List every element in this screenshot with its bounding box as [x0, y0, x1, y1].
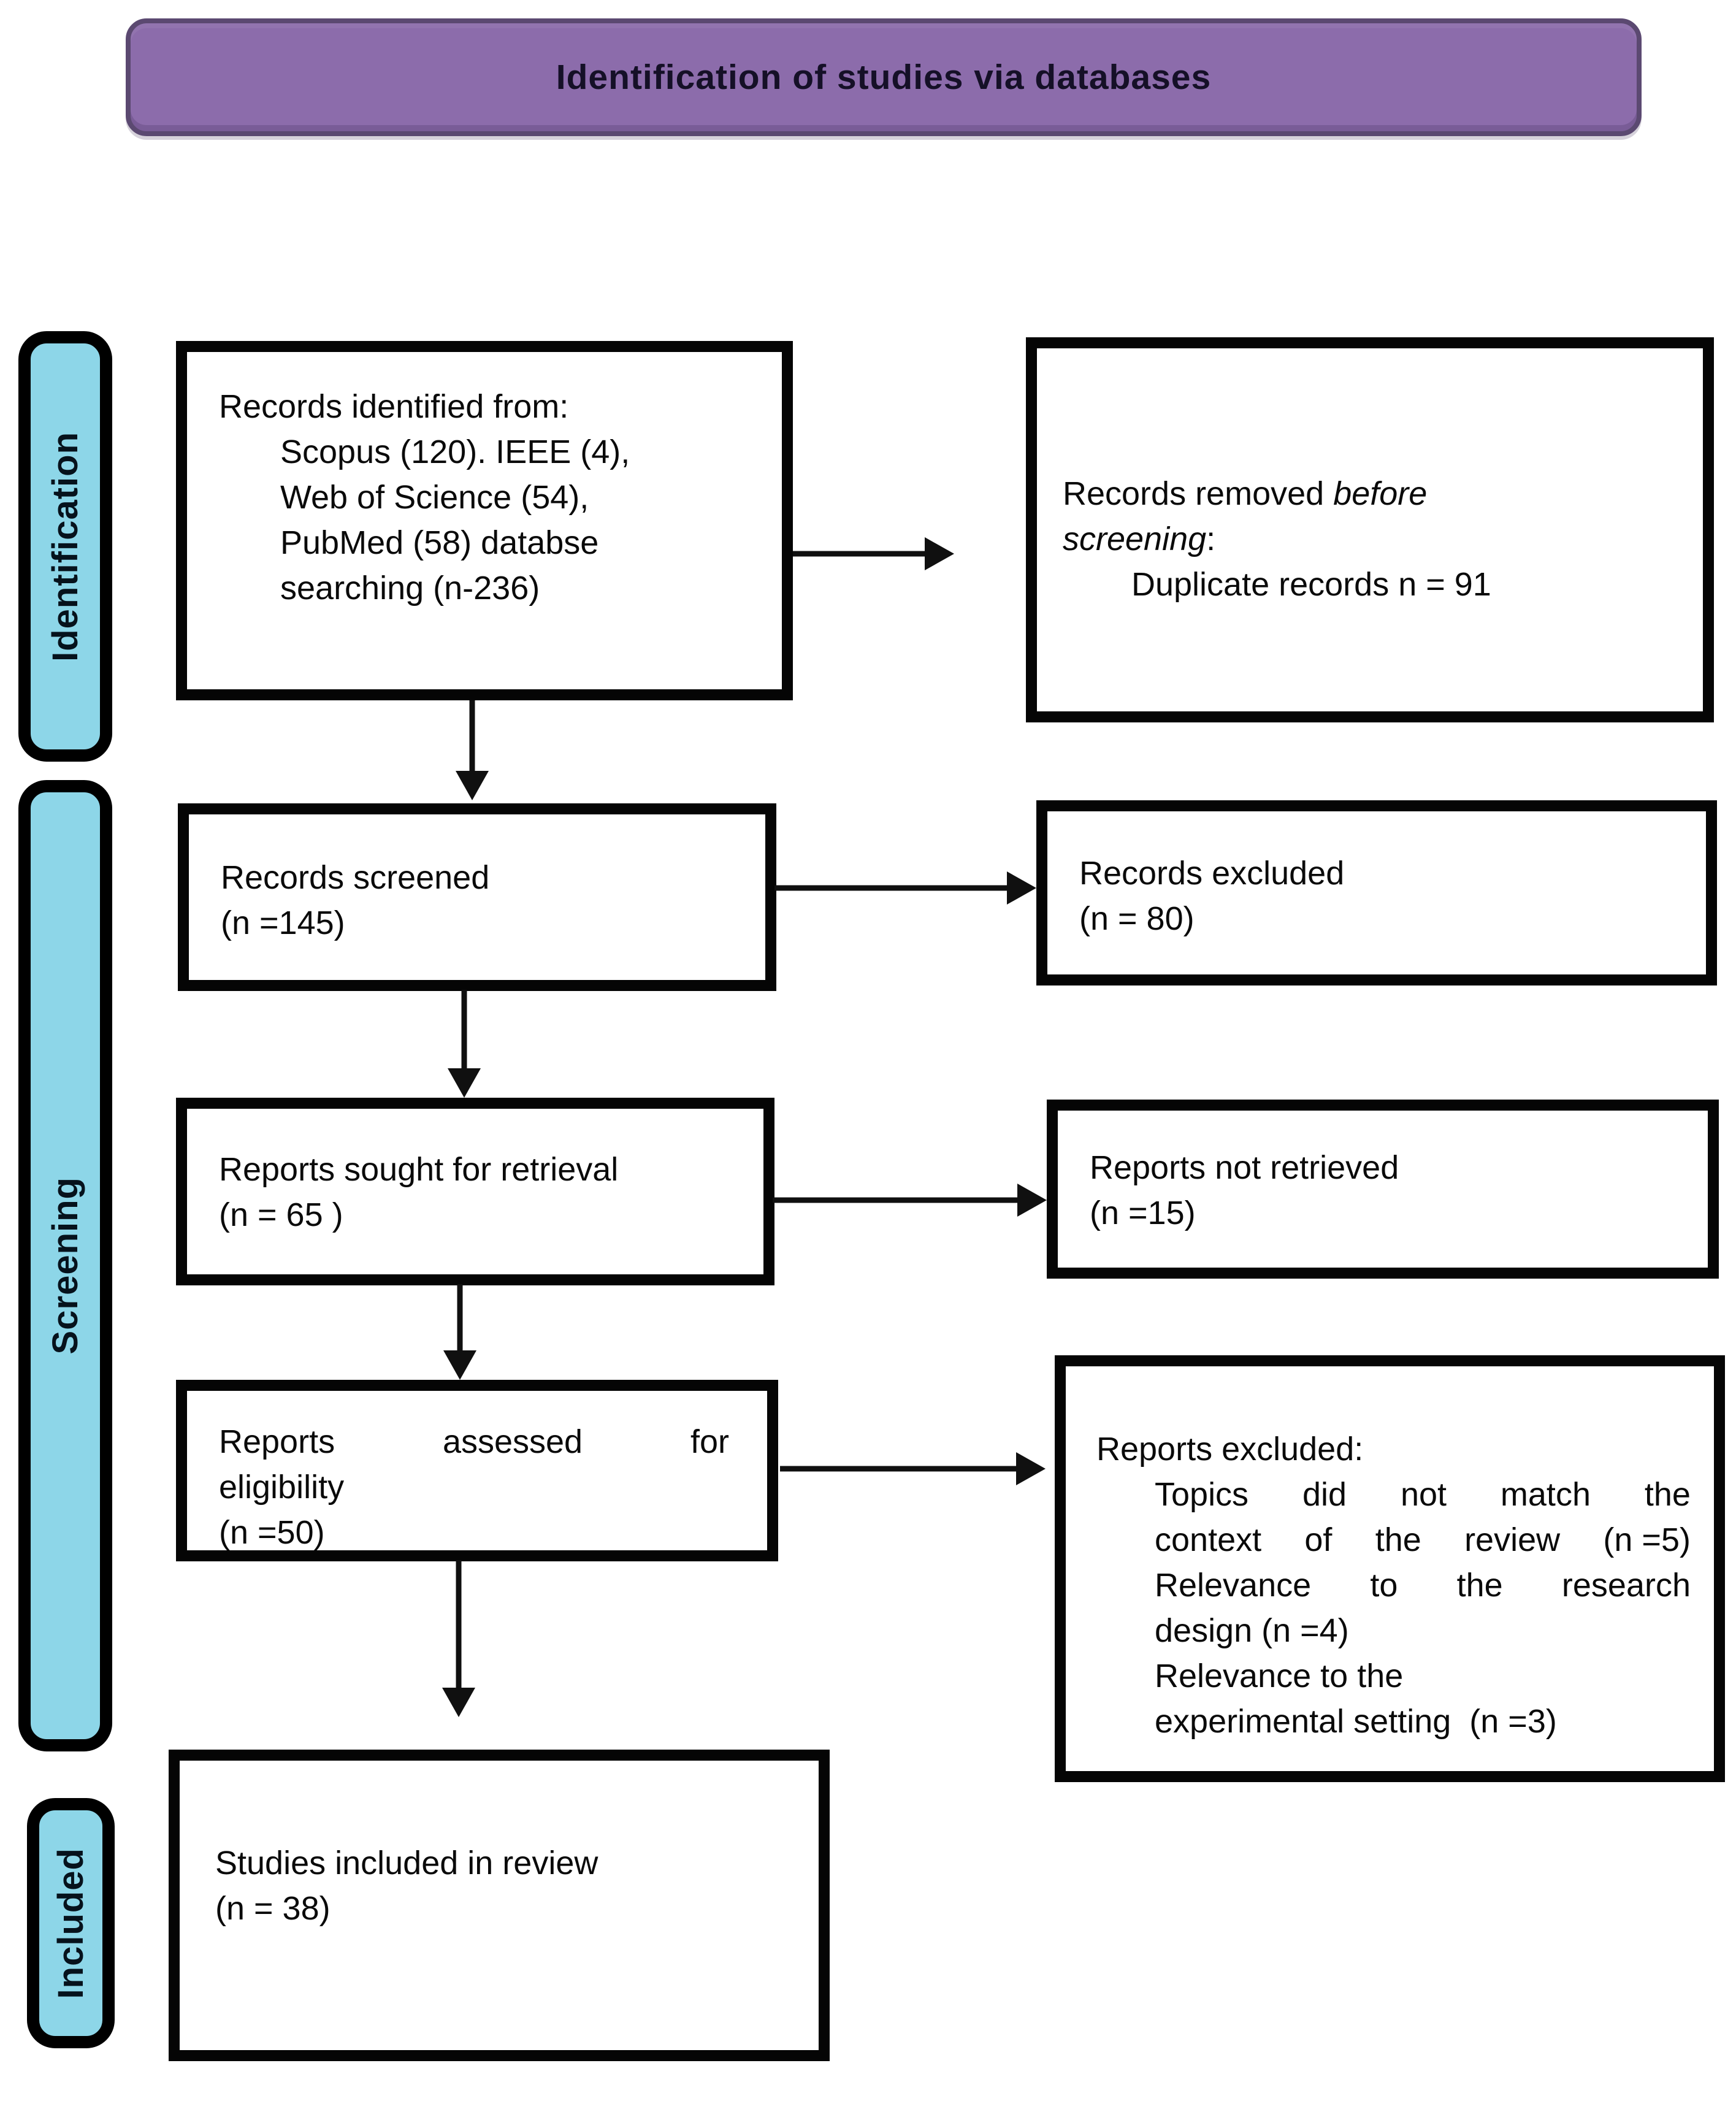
- reports-excluded-reason3-line1: Relevance to the: [1155, 1658, 1404, 1694]
- records-identified-source: Scopus (120). IEEE (4),: [280, 434, 630, 470]
- reason-word: did: [1302, 1476, 1347, 1513]
- header-banner: Identification of studies via databases: [126, 18, 1642, 136]
- stage-included: Included: [27, 1798, 115, 2048]
- box-records-screened: Records screened (n =145): [178, 803, 776, 991]
- records-identified-intro: Records identified from:: [219, 388, 569, 425]
- reports-excluded-title: Reports excluded:: [1096, 1431, 1364, 1468]
- reason-word: (n =5): [1603, 1521, 1691, 1558]
- reports-not-retrieved-line1: Reports not retrieved: [1090, 1149, 1399, 1186]
- records-screened-count: (n =145): [221, 905, 345, 941]
- reports-excluded-reason2-line1: Relevance to the research: [1155, 1563, 1691, 1608]
- records-identified-source: Web of Science (54),: [280, 479, 589, 516]
- stage-identification: Identification: [18, 331, 112, 762]
- arrow-sought-to-assessed: [443, 1284, 477, 1380]
- box-reports-sought: Reports sought for retrieval (n = 65 ): [176, 1098, 774, 1285]
- reports-assessed-line1: Reports assessed for: [219, 1419, 729, 1464]
- reports-assessed-line2: eligibility: [219, 1469, 345, 1506]
- records-removed-line1: Records removed before: [1063, 471, 1678, 516]
- reason-word: Topics: [1155, 1476, 1249, 1513]
- studies-included-count: (n = 38): [215, 1890, 331, 1927]
- reason-word: match: [1500, 1476, 1591, 1513]
- page-title: Identification of studies via databases: [556, 58, 1212, 97]
- reports-assessed-count: (n =50): [219, 1514, 325, 1551]
- box-reports-assessed: Reports assessed for eligibility (n =50): [176, 1380, 778, 1561]
- stage-screening: Screening: [18, 780, 112, 1751]
- box-records-removed: Records removed before screening: Duplic…: [1026, 337, 1714, 722]
- arrow-screened-to-excluded: [774, 871, 1036, 905]
- reports-excluded-reason1-line2: context of the review (n =5): [1155, 1517, 1691, 1563]
- records-removed-line1-plain: Records removed: [1063, 475, 1334, 512]
- reason-word: review: [1464, 1521, 1561, 1558]
- records-removed-line1-italic: before: [1333, 475, 1428, 512]
- records-removed-line2-italic: screening: [1063, 521, 1207, 557]
- box-records-excluded: Records excluded (n = 80): [1036, 800, 1717, 985]
- box-reports-excluded-reasons: Reports excluded: Topics did not match t…: [1055, 1355, 1725, 1782]
- reason-word: research: [1561, 1567, 1691, 1604]
- reason-word: Relevance: [1155, 1567, 1312, 1604]
- box-reports-not-retrieved: Reports not retrieved (n =15): [1047, 1100, 1719, 1279]
- reason-word: the: [1375, 1521, 1421, 1558]
- arrow-assessed-to-excluded: [780, 1452, 1046, 1486]
- arrow-identified-to-removed: [793, 537, 954, 571]
- records-identified-source: PubMed (58) databse: [280, 524, 599, 561]
- reports-assessed-word: Reports: [219, 1423, 335, 1460]
- stage-identification-label: Identification: [45, 431, 85, 662]
- records-removed-line2-plain: :: [1206, 521, 1216, 557]
- reason-word: not: [1400, 1476, 1447, 1513]
- records-screened-line1: Records screened: [221, 859, 490, 896]
- reason-word: of: [1304, 1521, 1333, 1558]
- arrow-sought-to-not-retrieved: [773, 1183, 1047, 1217]
- records-identified-source: searching (n-236): [280, 570, 540, 607]
- reason-word: the: [1456, 1567, 1503, 1604]
- reason-word: context: [1155, 1521, 1262, 1558]
- reason-word: the: [1644, 1476, 1691, 1513]
- reason-word: to: [1370, 1567, 1398, 1604]
- studies-included-line1: Studies included in review: [215, 1845, 598, 1881]
- reports-sought-line1: Reports sought for retrieval: [219, 1151, 619, 1188]
- arrow-identified-to-screened: [455, 700, 489, 800]
- reports-not-retrieved-count: (n =15): [1090, 1195, 1196, 1231]
- stage-included-label: Included: [51, 1847, 91, 1999]
- records-removed-line2: screening:: [1063, 516, 1678, 562]
- reports-sought-count: (n = 65 ): [219, 1196, 343, 1233]
- stage-screening-label: Screening: [45, 1177, 85, 1355]
- reports-assessed-word: assessed: [442, 1423, 583, 1460]
- box-studies-included: Studies included in review (n = 38): [169, 1750, 830, 2061]
- records-excluded-count: (n = 80): [1079, 900, 1195, 937]
- records-excluded-line1: Records excluded: [1079, 855, 1345, 892]
- box-records-identified: Records identified from: Scopus (120). I…: [176, 341, 793, 700]
- reports-assessed-word: for: [690, 1423, 729, 1460]
- arrow-assessed-to-included: [442, 1560, 476, 1717]
- records-removed-detail: Duplicate records n = 91: [1131, 566, 1491, 603]
- reports-excluded-reason3-line2: experimental setting (n =3): [1155, 1703, 1557, 1740]
- arrow-screened-to-sought: [447, 990, 481, 1098]
- reports-excluded-reason2-line2: design (n =4): [1155, 1612, 1349, 1649]
- reports-excluded-reason1-line1: Topics did not match the: [1155, 1472, 1691, 1517]
